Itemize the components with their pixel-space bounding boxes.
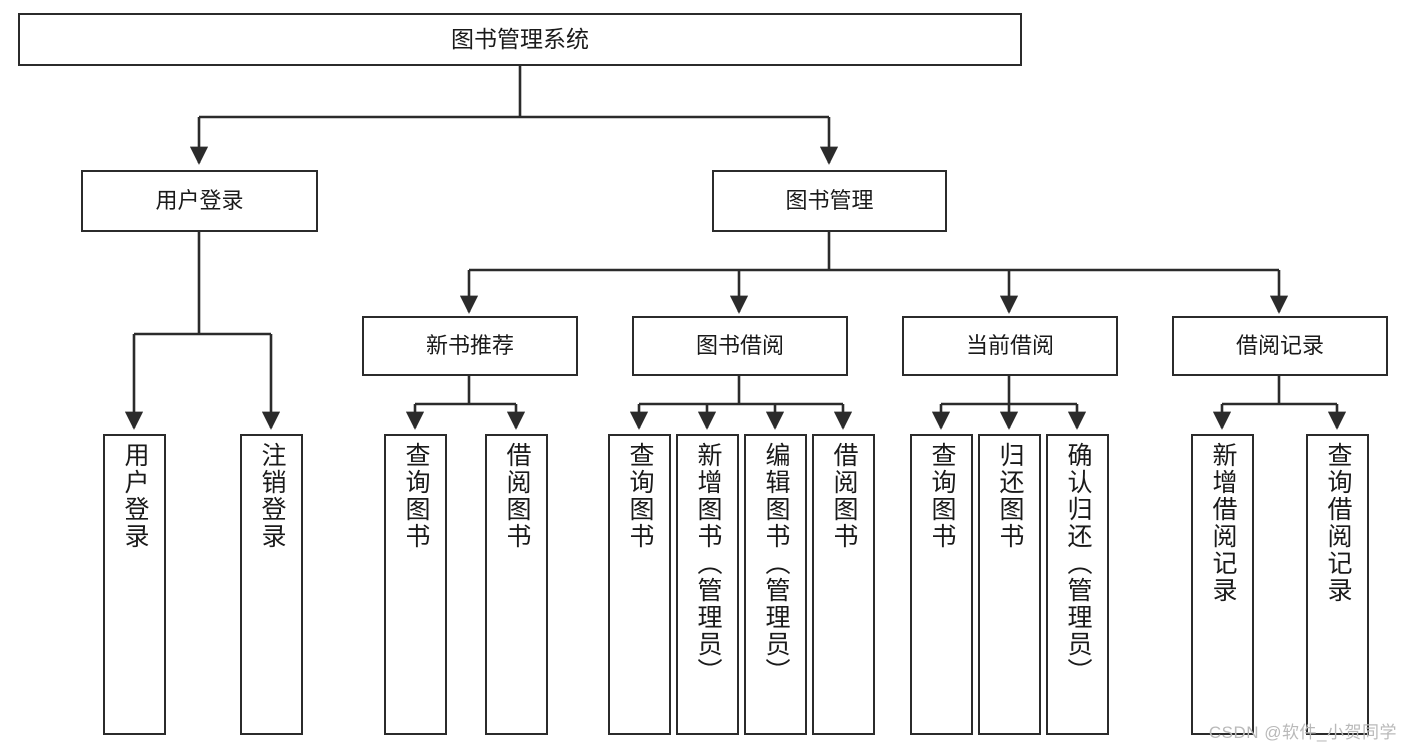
node-label: 图书借阅 bbox=[695, 333, 784, 359]
node-label: 图书管理系统 bbox=[451, 26, 589, 53]
leaf-user-login-login[interactable]: 用户登录 bbox=[103, 434, 166, 735]
node-label: 借阅记录 bbox=[1235, 333, 1324, 359]
node-label: 借阅图书 bbox=[830, 442, 858, 550]
node-label: 图书管理 bbox=[785, 188, 874, 214]
node-root-book-management-system[interactable]: 图书管理系统 bbox=[18, 13, 1022, 66]
node-label: 归还图书 bbox=[996, 442, 1024, 550]
node-label: 新增图书（管理员） bbox=[694, 442, 722, 685]
node-label: 用户登录 bbox=[155, 188, 244, 214]
node-label: 查询图书 bbox=[626, 442, 654, 550]
leaf-borrow-borrow-book[interactable]: 借阅图书 bbox=[812, 434, 875, 735]
node-label: 编辑图书（管理员） bbox=[762, 442, 790, 685]
leaf-record-query-record[interactable]: 查询借阅记录 bbox=[1306, 434, 1369, 735]
leaf-new-book-borrow[interactable]: 借阅图书 bbox=[485, 434, 548, 735]
leaf-current-query-book[interactable]: 查询图书 bbox=[910, 434, 973, 735]
node-label: 当前借阅 bbox=[965, 333, 1054, 359]
node-label: 确认归还（管理员） bbox=[1064, 442, 1092, 685]
node-user-login[interactable]: 用户登录 bbox=[81, 170, 318, 232]
node-current-borrow[interactable]: 当前借阅 bbox=[902, 316, 1118, 376]
leaf-current-confirm-return-admin[interactable]: 确认归还（管理员） bbox=[1046, 434, 1109, 735]
node-label: 查询图书 bbox=[928, 442, 956, 550]
leaf-current-return-book[interactable]: 归还图书 bbox=[978, 434, 1041, 735]
node-label: 查询图书 bbox=[402, 442, 430, 550]
leaf-new-book-query[interactable]: 查询图书 bbox=[384, 434, 447, 735]
node-label: 新增借阅记录 bbox=[1209, 442, 1237, 604]
node-label: 查询借阅记录 bbox=[1324, 442, 1352, 604]
leaf-record-add-record[interactable]: 新增借阅记录 bbox=[1191, 434, 1254, 735]
node-label: 注销登录 bbox=[258, 442, 286, 550]
node-borrow-record[interactable]: 借阅记录 bbox=[1172, 316, 1388, 376]
leaf-user-login-logout[interactable]: 注销登录 bbox=[240, 434, 303, 735]
node-label: 新书推荐 bbox=[425, 333, 514, 359]
leaf-borrow-add-book-admin[interactable]: 新增图书（管理员） bbox=[676, 434, 739, 735]
leaf-borrow-query-book[interactable]: 查询图书 bbox=[608, 434, 671, 735]
node-new-book-recommend[interactable]: 新书推荐 bbox=[362, 316, 578, 376]
leaf-borrow-edit-book-admin[interactable]: 编辑图书（管理员） bbox=[744, 434, 807, 735]
node-label: 借阅图书 bbox=[503, 442, 531, 550]
node-book-borrow[interactable]: 图书借阅 bbox=[632, 316, 848, 376]
node-label: 用户登录 bbox=[121, 442, 149, 550]
node-book-management[interactable]: 图书管理 bbox=[712, 170, 947, 232]
